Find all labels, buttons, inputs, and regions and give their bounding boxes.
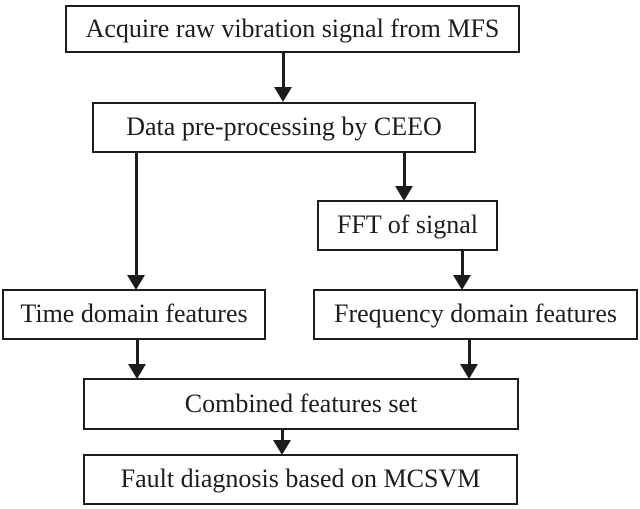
node-combined-features-set: Combined features set: [83, 378, 519, 430]
arrowhead-down-icon: [453, 275, 471, 290]
arrow-preprocess-to-time: [127, 152, 145, 290]
arrowhead-down-icon: [460, 364, 478, 379]
arrow-shaft: [280, 429, 284, 441]
arrowhead-down-icon: [273, 440, 291, 455]
arrow-shaft: [460, 250, 464, 276]
arrow-time-to-combined: [128, 339, 146, 379]
arrow-freq-to-combined: [460, 339, 478, 379]
node-fft-of-signal: FFT of signal: [317, 200, 498, 251]
arrowhead-down-icon: [127, 275, 145, 290]
node-data-preprocessing: Data pre-processing by CEEO: [92, 102, 476, 153]
arrow-shaft: [402, 152, 406, 187]
arrowhead-down-icon: [128, 364, 146, 379]
arrow-acquire-to-preprocess: [274, 52, 292, 102]
arrow-shaft: [281, 52, 285, 88]
arrow-preprocess-to-fft: [395, 152, 413, 201]
arrow-shaft: [134, 152, 138, 276]
node-frequency-domain-features: Frequency domain features: [313, 289, 638, 340]
arrow-fft-to-freq: [453, 250, 471, 290]
node-fault-diagnosis: Fault diagnosis based on MCSVM: [83, 454, 518, 505]
arrow-shaft: [467, 339, 471, 365]
node-time-domain-features: Time domain features: [2, 289, 266, 340]
arrow-combined-to-fault: [273, 429, 291, 455]
arrowhead-down-icon: [395, 186, 413, 201]
node-acquire-raw-vibration-signal: Acquire raw vibration signal from MFS: [65, 5, 520, 53]
arrow-shaft: [135, 339, 139, 365]
arrowhead-down-icon: [274, 87, 292, 102]
